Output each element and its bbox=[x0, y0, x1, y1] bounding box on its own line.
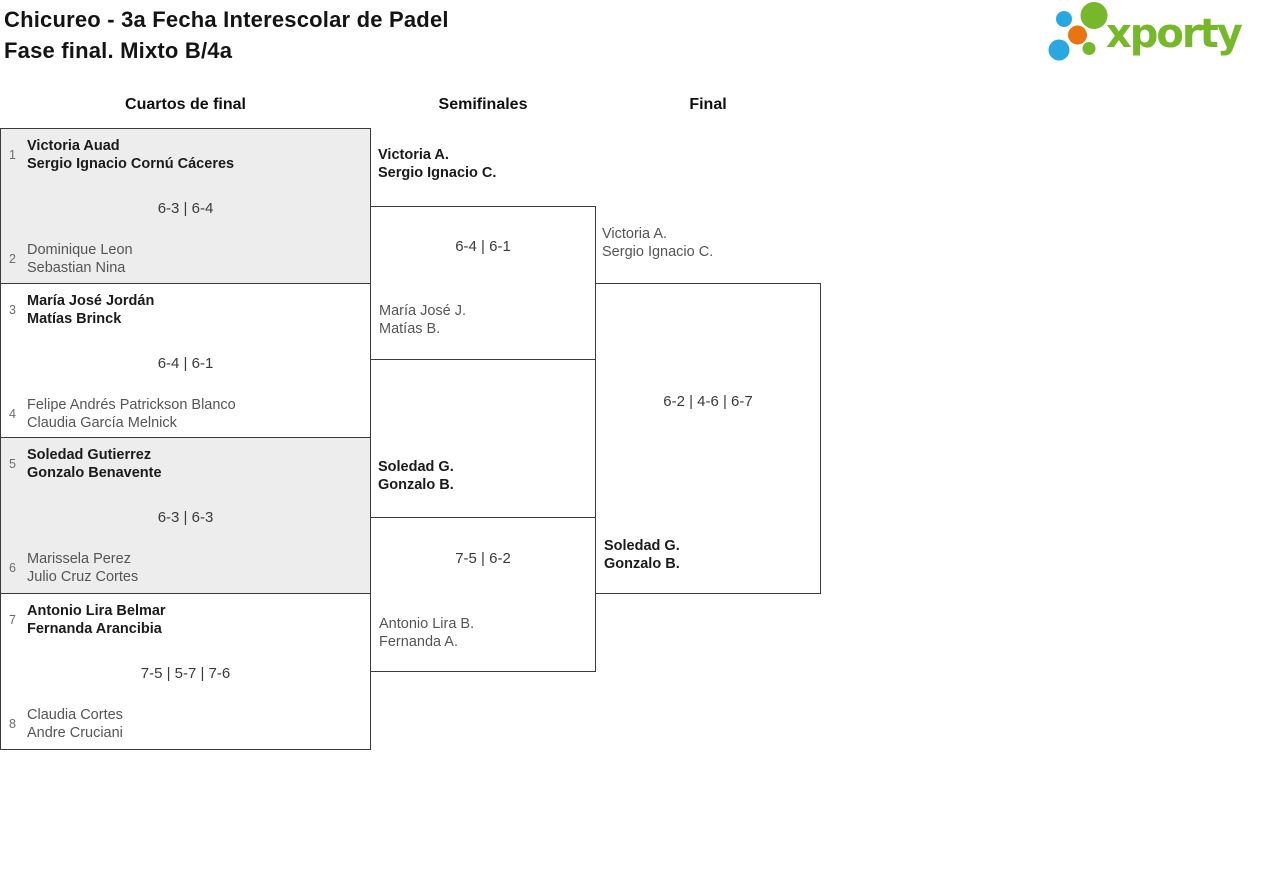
qf3-team-top: 5 Soledad Gutierrez Gonzalo Benavente bbox=[9, 446, 360, 482]
qf4-team-bottom: 8 Claudia Cortes Andre Cruciani bbox=[9, 706, 360, 742]
round-header-quarterfinals: Cuartos de final bbox=[125, 96, 246, 113]
team-name: Soledad Gutierrez Gonzalo Benavente bbox=[27, 447, 162, 481]
qf3-team-bottom: 6 Marissela Perez Julio Cruz Cortes bbox=[9, 550, 360, 586]
match-score: 6-3 | 6-3 bbox=[157, 509, 214, 526]
qf-match-4: 7 Antonio Lira Belmar Fernanda Arancibia… bbox=[0, 593, 371, 750]
seed-number: 5 bbox=[9, 457, 16, 471]
page-title-line1: Chicureo - 3a Fecha Interescolar de Pade… bbox=[4, 7, 449, 32]
match-score: 6-2 | 4-6 | 6-7 bbox=[663, 393, 753, 410]
qf1-team-top: 1 Victoria Auad Sergio Ignacio Cornú Các… bbox=[9, 137, 360, 173]
team-name: Antonio Lira Belmar Fernanda Arancibia bbox=[27, 603, 166, 637]
sf2-team-top: Soledad G. Gonzalo B. bbox=[378, 459, 454, 493]
page-title: Chicureo - 3a Fecha Interescolar de Pade… bbox=[4, 4, 449, 66]
logo-dot-green-small-icon bbox=[1082, 42, 1096, 55]
seed-number: 8 bbox=[9, 717, 16, 731]
qf-match-3: 5 Soledad Gutierrez Gonzalo Benavente 6-… bbox=[0, 437, 371, 594]
match-score: 6-4 | 6-1 bbox=[455, 238, 511, 255]
team-name: Felipe Andrés Patrickson Blanco Claudia … bbox=[27, 397, 236, 431]
seed-number: 3 bbox=[9, 303, 16, 317]
logo-dot-blue-large-icon bbox=[1048, 39, 1070, 61]
team-name: María José Jordán Matías Brinck bbox=[27, 293, 155, 327]
logo-wordmark: xporty bbox=[1106, 11, 1243, 57]
xporty-logo-icon: xporty bbox=[1048, 2, 1245, 61]
seed-number: 1 bbox=[9, 148, 16, 162]
qf1-team-bottom: 2 Dominique Leon Sebastian Nina bbox=[9, 241, 360, 277]
final-match: 6-2 | 4-6 | 6-7 Soledad G. Gonzalo B. bbox=[595, 283, 821, 594]
match-score: 7-5 | 6-2 bbox=[455, 550, 511, 567]
qf-match-1: 1 Victoria Auad Sergio Ignacio Cornú Các… bbox=[0, 128, 371, 284]
team-name: Claudia Cortes Andre Cruciani bbox=[27, 707, 123, 741]
logo-dot-green-large-icon bbox=[1080, 2, 1108, 29]
seed-number: 2 bbox=[9, 252, 16, 266]
team-name: Marissela Perez Julio Cruz Cortes bbox=[27, 551, 139, 585]
seed-number: 4 bbox=[9, 407, 16, 421]
sf2-team-bottom: Antonio Lira B. Fernanda A. bbox=[379, 616, 475, 650]
final-team-top: Victoria A. Sergio Ignacio C. bbox=[602, 226, 714, 260]
match-score: 6-3 | 6-4 bbox=[157, 200, 214, 217]
page-title-line2: Fase final. Mixto B/4a bbox=[4, 38, 233, 63]
round-header-final: Final bbox=[689, 96, 727, 113]
team-name: Victoria Auad Sergio Ignacio Cornú Cácer… bbox=[27, 138, 235, 172]
logo-dot-blue-small-icon bbox=[1056, 11, 1072, 27]
match-score: 7-5 | 5-7 | 7-6 bbox=[140, 665, 231, 682]
sf1-team-top: Victoria A. Sergio Ignacio C. bbox=[378, 147, 497, 181]
round-header-semifinals: Semifinales bbox=[438, 96, 528, 113]
logo-dot-orange-icon bbox=[1068, 25, 1087, 45]
sf-match-1: 6-4 | 6-1 María José J. Matías B. bbox=[370, 206, 596, 360]
team-name: Dominique Leon Sebastian Nina bbox=[27, 242, 133, 276]
qf4-team-top: 7 Antonio Lira Belmar Fernanda Arancibia bbox=[9, 602, 360, 638]
final-team-bottom: Soledad G. Gonzalo B. bbox=[604, 538, 680, 572]
match-score: 6-4 | 6-1 bbox=[157, 355, 214, 372]
qf2-team-top: 3 María José Jordán Matías Brinck bbox=[9, 292, 360, 328]
seed-number: 7 bbox=[9, 613, 16, 627]
qf2-team-bottom: 4 Felipe Andrés Patrickson Blanco Claudi… bbox=[9, 396, 360, 432]
sf1-team-bottom: María José J. Matías B. bbox=[379, 303, 467, 337]
quarterfinals-column: 1 Victoria Auad Sergio Ignacio Cornú Các… bbox=[0, 128, 371, 750]
sf-match-2: 7-5 | 6-2 Antonio Lira B. Fernanda A. bbox=[370, 517, 596, 672]
xporty-logo[interactable]: xporty bbox=[1048, 2, 1280, 66]
seed-number: 6 bbox=[9, 561, 16, 575]
qf-match-2: 3 María José Jordán Matías Brinck 6-4 | … bbox=[0, 283, 371, 438]
